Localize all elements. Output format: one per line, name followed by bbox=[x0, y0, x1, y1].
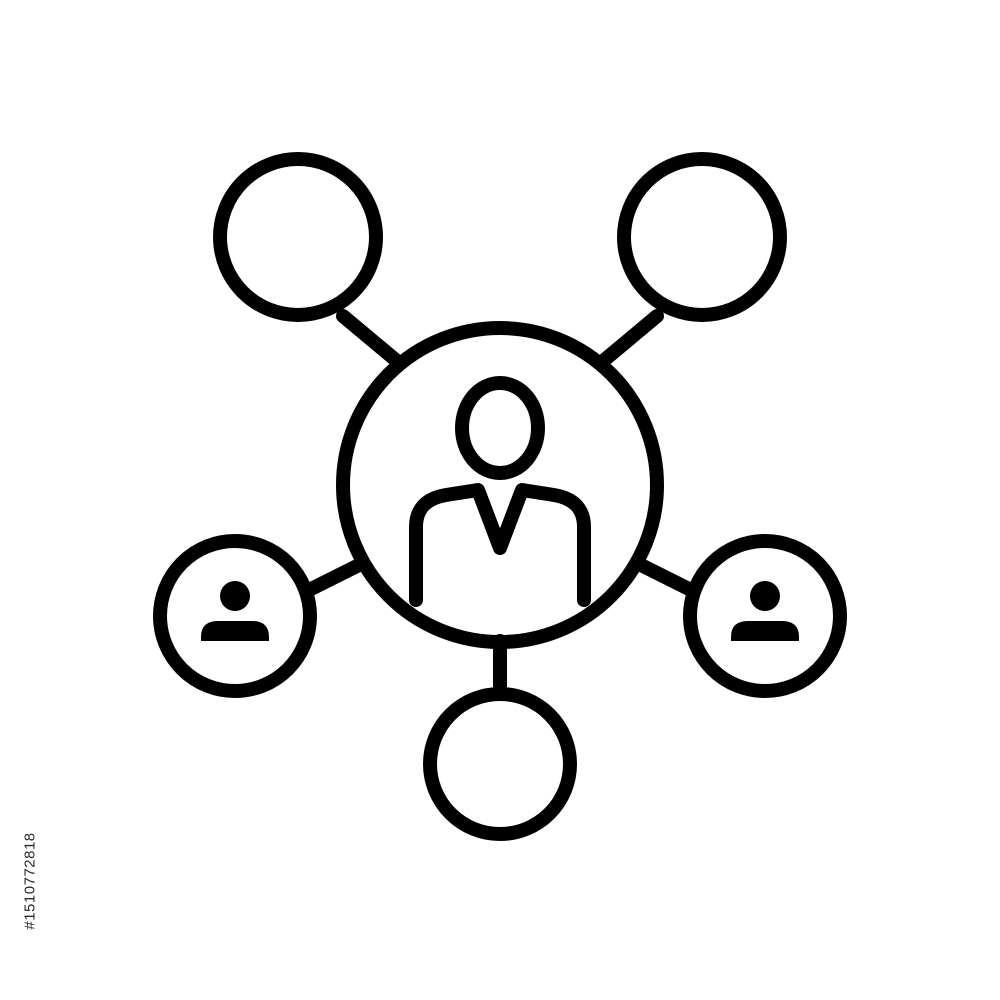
person-icon-right bbox=[731, 581, 799, 641]
node-right bbox=[683, 534, 847, 698]
node-center bbox=[336, 321, 664, 649]
node-top-right bbox=[617, 152, 787, 322]
connector-top-right bbox=[595, 309, 664, 369]
person-head bbox=[455, 376, 545, 480]
person-icon-left bbox=[201, 581, 269, 641]
node-left bbox=[153, 534, 317, 698]
connector-lines bbox=[300, 309, 700, 699]
node-bottom bbox=[423, 687, 577, 841]
stock-id-label: #1510772818 bbox=[21, 832, 39, 930]
person-body bbox=[409, 483, 591, 607]
connector-left bbox=[300, 559, 364, 598]
node-top-left bbox=[213, 152, 383, 322]
connector-top-left bbox=[336, 309, 405, 369]
connector-right bbox=[636, 559, 700, 598]
person-icon-center bbox=[409, 376, 591, 607]
